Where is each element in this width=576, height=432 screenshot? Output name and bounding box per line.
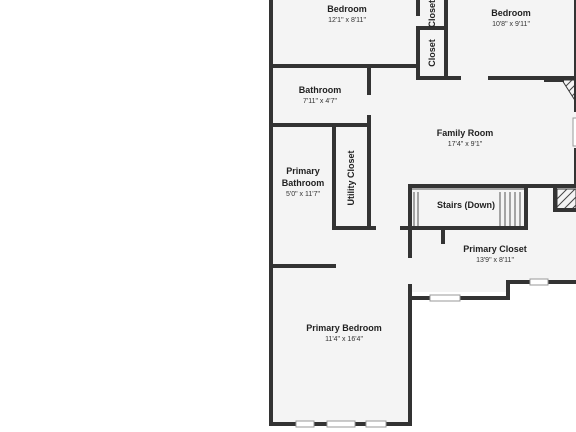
- room-dims: 17'4" x 9'1": [448, 141, 483, 148]
- room-name: Primary Closet: [463, 244, 527, 254]
- room-name: Bathroom: [299, 85, 342, 95]
- room-closet-b: Closet: [427, 39, 437, 67]
- doorways: [331, 75, 488, 258]
- room-bedroom-a: Bedroom 12'1" x 8'11": [327, 4, 367, 24]
- room-closet-a: Closet: [427, 0, 437, 28]
- room-name: Stairs (Down): [437, 200, 495, 210]
- walls: [269, 0, 576, 426]
- room-bathroom: Bathroom 7'11" x 4'7": [299, 85, 342, 105]
- room-dims: 11'4" x 16'4": [325, 336, 363, 343]
- room-primary-bedroom: Primary Bedroom 11'4" x 16'4": [306, 323, 382, 343]
- hatch-right: [556, 188, 576, 210]
- room-name: Bedroom: [491, 8, 531, 18]
- room-dims: 13'9" x 8'11": [476, 257, 514, 264]
- room-name: Utility Closet: [346, 150, 356, 205]
- room-primary-closet: Primary Closet 13'9" x 8'11": [463, 244, 527, 264]
- room-bedroom-b: Bedroom 10'8" x 9'11": [491, 8, 531, 28]
- room-stairs: Stairs (Down): [437, 200, 495, 210]
- room-dims: 7'11" x 4'7": [303, 98, 337, 105]
- room-name: Family Room: [437, 128, 494, 138]
- windows: [295, 117, 576, 428]
- room-utility-closet: Utility Closet: [346, 150, 356, 205]
- room-dims: 5'0" x 11'7": [286, 191, 320, 198]
- room-name: Closet: [427, 39, 437, 67]
- room-family-room: Family Room 17'4" x 9'1": [437, 128, 494, 148]
- stairs-treads: [410, 188, 526, 227]
- room-name: Closet: [427, 0, 437, 28]
- room-name: Primary Bedroom: [306, 323, 382, 333]
- room-name: Bedroom: [327, 4, 367, 14]
- room-primary-bathroom: Primary Bathroom 5'0" x 11'7": [282, 166, 325, 198]
- room-dims: 12'1" x 8'11": [328, 17, 366, 24]
- room-dims: 10'8" x 9'11": [492, 21, 530, 28]
- room-name-line1: Primary: [286, 166, 320, 176]
- room-name-line2: Bathroom: [282, 178, 325, 188]
